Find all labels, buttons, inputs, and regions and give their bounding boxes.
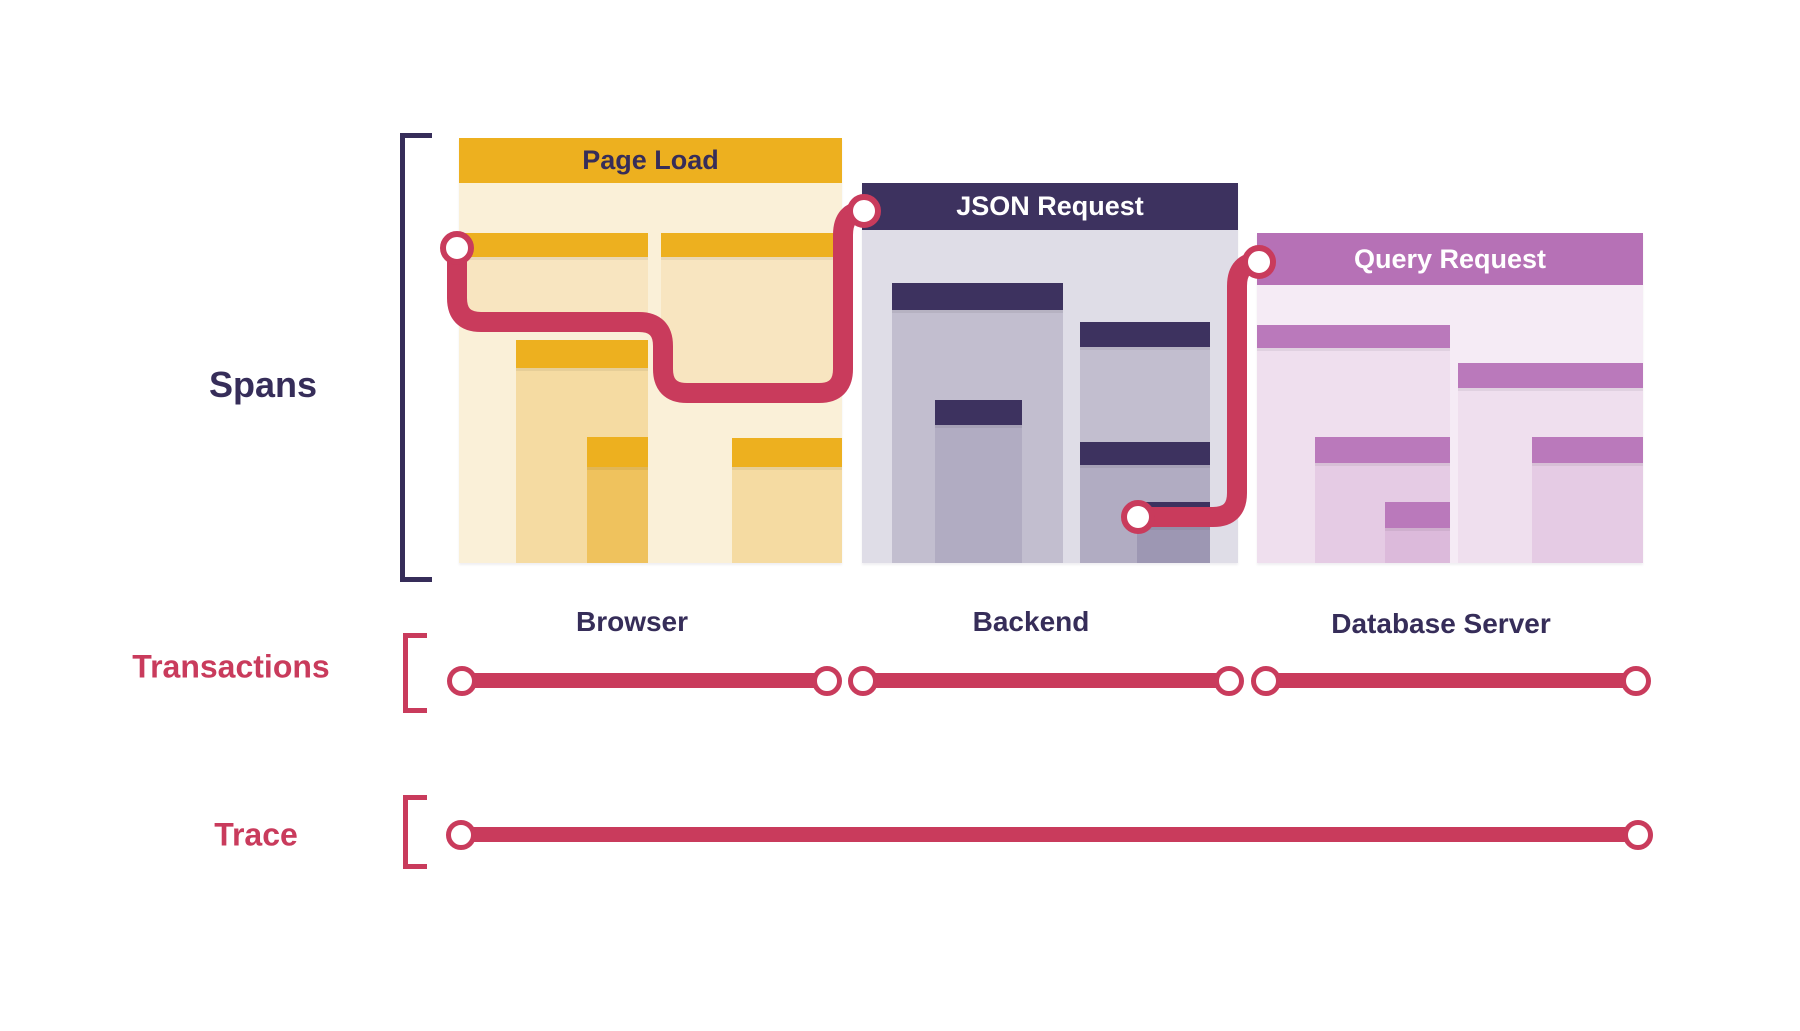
trace-line xyxy=(461,827,1638,842)
environment-label-database-server: Database Server xyxy=(1331,608,1551,639)
spans-bracket xyxy=(400,133,432,582)
transaction-endpoint-dot xyxy=(1251,666,1281,696)
span-block-header xyxy=(1315,437,1450,463)
panel-page-load: Page Load xyxy=(459,138,842,563)
panel-json-request: JSON Request xyxy=(862,183,1238,563)
span-block xyxy=(587,437,648,563)
span-block xyxy=(1532,437,1643,563)
trace-bracket xyxy=(403,795,427,869)
span-block-header xyxy=(1257,325,1450,348)
transaction-endpoint-dot xyxy=(1621,666,1651,696)
span-marker-dot xyxy=(440,231,474,265)
span-block xyxy=(1080,322,1210,442)
transaction-endpoint-dot xyxy=(848,666,878,696)
transaction-endpoint-dot xyxy=(447,666,477,696)
environment-label-backend: Backend xyxy=(972,606,1090,637)
panel-json-request-header: JSON Request xyxy=(862,183,1238,230)
span-block-header xyxy=(1080,322,1210,347)
trace-endpoint-dot xyxy=(446,820,476,850)
panel-page-load-title: Page Load xyxy=(582,145,719,175)
transaction-line-backend xyxy=(863,673,1229,688)
span-block-header xyxy=(459,233,648,257)
span-block xyxy=(1385,502,1450,563)
panel-query-request: Query Request xyxy=(1257,233,1643,563)
transaction-line-database xyxy=(1266,673,1636,688)
trace-section-label: Trace xyxy=(214,816,298,853)
transaction-endpoint-dot xyxy=(812,666,842,696)
spans-section-label: Spans xyxy=(208,364,318,405)
span-block xyxy=(732,438,842,563)
transaction-endpoint-dot xyxy=(1214,666,1244,696)
transaction-line-browser xyxy=(462,673,827,688)
span-marker-dot xyxy=(1242,245,1276,279)
span-block-header xyxy=(732,438,842,467)
panel-query-request-header: Query Request xyxy=(1257,233,1643,285)
span-block-header xyxy=(935,400,1022,425)
environment-label-browser: Browser xyxy=(575,606,689,637)
span-block-header xyxy=(1458,363,1643,388)
span-marker-dot xyxy=(1121,500,1155,534)
transactions-bracket xyxy=(403,633,427,713)
panel-json-request-title: JSON Request xyxy=(956,191,1144,221)
trace-endpoint-dot xyxy=(1623,820,1653,850)
span-block xyxy=(459,233,648,315)
span-block xyxy=(935,400,1022,563)
panel-query-request-title: Query Request xyxy=(1353,243,1547,274)
span-block-header xyxy=(516,340,648,368)
span-block-header xyxy=(661,233,842,257)
span-block-header xyxy=(892,283,1063,310)
span-marker-dot xyxy=(847,194,881,228)
span-block xyxy=(661,233,842,390)
span-block-header xyxy=(1385,502,1450,528)
span-block-header xyxy=(1532,437,1643,463)
transactions-section-label: Transactions xyxy=(132,648,330,685)
span-block-header xyxy=(587,437,648,467)
panel-page-load-header: Page Load xyxy=(459,138,842,183)
span-block-header xyxy=(1080,442,1210,465)
